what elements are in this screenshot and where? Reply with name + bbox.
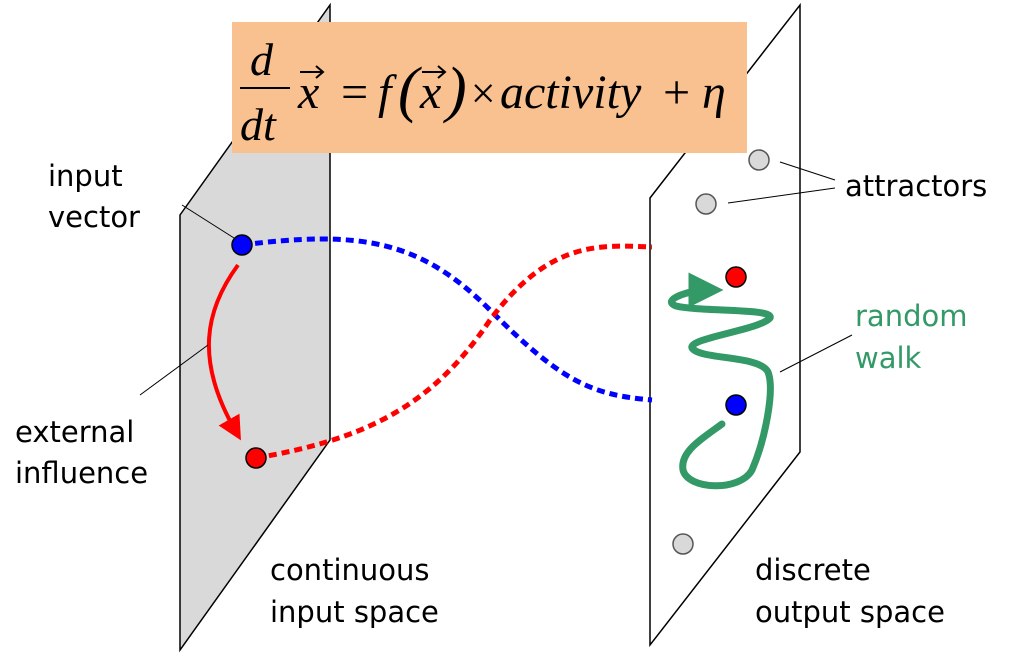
equation-box — [232, 22, 747, 153]
eq-activity: activity — [500, 66, 642, 119]
eq-numerator: d — [250, 34, 274, 85]
eq-eta: η — [702, 66, 726, 119]
random-walk-leader — [779, 334, 853, 373]
blue-output-point — [725, 394, 747, 416]
vector-arrow-icon — [300, 65, 325, 79]
eq-x: x — [297, 66, 319, 119]
attractor-leader-2 — [727, 187, 836, 204]
input-vector-label: input — [48, 159, 123, 193]
continuous-input-space-label: continuous — [270, 553, 430, 587]
influenced-input-point — [245, 447, 267, 469]
input-vector-label: vector — [48, 200, 140, 234]
eq-paren-open: ( — [398, 56, 422, 124]
input-vector-leader — [181, 204, 235, 239]
external-influence-label: influence — [15, 456, 148, 490]
eq-plus: + — [660, 66, 692, 119]
random-walk-label: random — [855, 299, 967, 333]
eq-equals: = — [338, 66, 370, 119]
attractor-point — [748, 149, 770, 171]
eq-paren-close: ) — [443, 56, 467, 124]
attractor-point — [672, 533, 694, 555]
external-influence-leader — [139, 344, 209, 396]
external-influence-arrow — [206, 263, 241, 441]
red-output-point — [725, 266, 747, 288]
red-mapping-curve — [255, 243, 653, 461]
equation: d dt x = f ( x ) × activity + η — [240, 34, 726, 150]
continuous-input-space-label: input space — [270, 595, 439, 629]
attractors-label: attractors — [845, 169, 987, 203]
attractor-leader-1 — [779, 161, 836, 181]
random-walk-label: walk — [855, 341, 922, 375]
eq-arg: x — [419, 66, 441, 119]
input-vector-point — [231, 234, 253, 256]
discrete-output-space-label: output space — [755, 595, 945, 629]
eq-denominator: dt — [240, 99, 277, 150]
eq-times: × — [468, 69, 498, 118]
discrete-output-space-label: discrete — [755, 553, 871, 587]
vector-arrow-icon — [422, 65, 447, 79]
random-walk-path — [667, 272, 774, 490]
external-influence-label: external — [15, 415, 134, 449]
attractor-point — [695, 193, 717, 215]
